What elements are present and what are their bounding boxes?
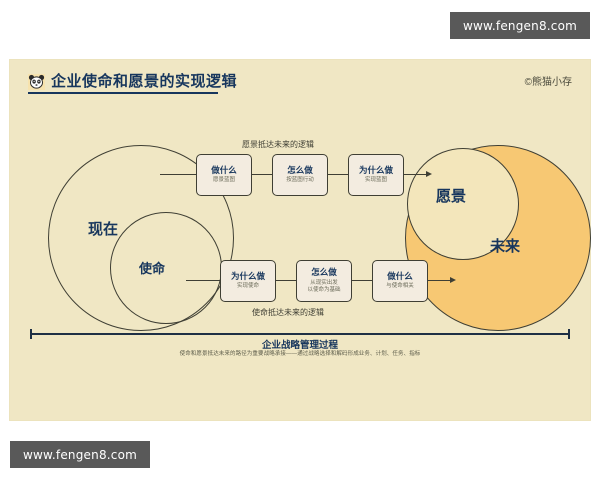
circle-present [48,145,234,331]
watermark-top: www.fengen8.com [450,12,590,39]
flow-line-bottom-2 [352,280,372,282]
flow-line-top-3 [404,174,428,176]
flow-node-bottom-1: 为什么做 实现使命 [220,260,276,302]
flow-node-top-1-sub: 愿景蓝图 [212,177,235,184]
flow-node-top-3: 为什么做 实现蓝图 [348,154,404,196]
arrow-head-top [426,171,432,177]
process-title: 企业战略管理过程 [253,337,346,351]
page-title: 企业使命和愿景的实现逻辑 [51,73,238,90]
slide-canvas: 企业使命和愿景的实现逻辑 ©熊猫小存 未来 现在 愿景 使命 愿景抵达未来的逻辑… [10,60,591,420]
flow-caption-top: 愿景抵达未来的逻辑 [242,140,314,149]
flow-node-top-2-title: 怎么做 [287,164,313,175]
flow-node-top-1-title: 做什么 [211,164,237,175]
watermark-top-text: www.fengen8.com [462,18,578,33]
flow-caption-bottom: 使命抵达未来的逻辑 [252,308,324,317]
copyright-text: ©熊猫小存 [524,77,572,88]
flow-node-top-2: 怎么做 按蓝图行动 [272,154,328,196]
process-description: 使命和愿景抵达未来的路径为重要战略承接——通过战略选择和解码形成业务、计划、任务… [179,351,421,357]
title-underline [28,92,218,94]
flow-node-bottom-3-sub: 与使命相关 [386,283,414,290]
flow-node-bottom-1-sub: 实现使命 [236,283,259,290]
flow-node-bottom-3-title: 做什么 [387,270,413,281]
watermark-bottom-text: www.fengen8.com [22,447,138,462]
flow-node-bottom-2: 怎么做 从现实出发 以使命为基础 [296,260,352,302]
flow-node-bottom-2-title: 怎么做 [311,267,337,278]
flow-line-bottom-0 [186,280,220,282]
flow-node-bottom-3: 做什么 与使命相关 [372,260,428,302]
bracket-line [30,333,570,335]
panda-icon [28,74,45,90]
slide-header: 企业使命和愿景的实现逻辑 ©熊猫小存 [10,60,590,102]
flow-line-top-1 [252,174,272,176]
flow-line-top-2 [328,174,348,176]
flow-node-top-3-title: 为什么做 [358,164,393,175]
label-present: 现在 [88,221,119,238]
flow-node-top-3-sub: 实现蓝图 [364,177,387,184]
flow-node-top-1: 做什么 愿景蓝图 [196,154,252,196]
label-vision: 愿景 [436,188,467,205]
label-future: 未来 [490,238,521,255]
flow-line-bottom-3 [428,280,452,282]
watermark-bottom: www.fengen8.com [10,441,150,468]
flow-node-bottom-2-sub: 从现实出发 以使命为基础 [307,279,341,293]
process-title-wrap: 企业战略管理过程 [10,336,590,354]
flow-node-top-2-sub: 按蓝图行动 [286,177,314,184]
label-mission: 使命 [139,261,166,276]
circle-vision [407,148,519,260]
process-bracket [30,329,570,339]
flow-line-top-0 [160,174,196,176]
bracket-tick-right [568,329,570,339]
flow-node-bottom-1-title: 为什么做 [230,270,265,281]
circle-mission [110,212,222,324]
flow-line-bottom-1 [276,280,296,282]
arrow-head-bottom [450,277,456,283]
